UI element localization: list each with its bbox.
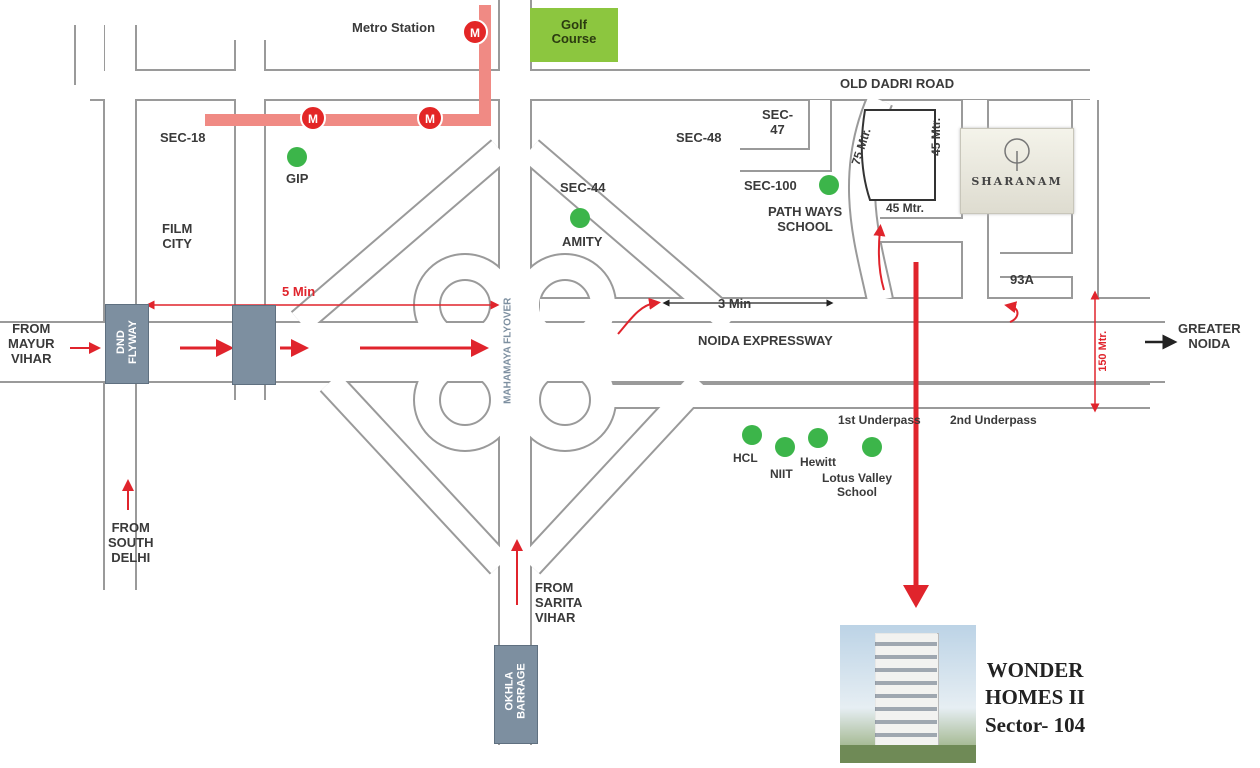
poi-niit-marker bbox=[775, 437, 795, 457]
sec-18-label: SEC-18 bbox=[160, 130, 206, 145]
poi-markers bbox=[287, 147, 882, 457]
metro-station-marker: M bbox=[300, 105, 326, 131]
dnd-flyway-box: DND FLYWAY bbox=[105, 304, 149, 384]
road-45-horizontal-label: 45 Mtr. bbox=[886, 201, 925, 215]
mahamaya-flyover-label: MAHAMAYA FLYOVER bbox=[502, 297, 514, 404]
from-south-delhi-label: FROM SOUTH DELHI bbox=[108, 520, 154, 565]
sec-47-label: SEC- 47 bbox=[762, 107, 794, 137]
amity-label: AMITY bbox=[562, 234, 603, 249]
tree-icon bbox=[1004, 138, 1030, 171]
from-sarita-vihar-label: FROM SARITA VIHAR bbox=[535, 580, 583, 625]
second-underpass-label: 2nd Underpass bbox=[950, 413, 1037, 427]
three-min-label: 3 Min bbox=[718, 296, 752, 311]
poi-lotus-valley-marker bbox=[862, 437, 882, 457]
okhla-barrage-box: OKHLA BARRAGE bbox=[494, 645, 538, 744]
okhla-barrage-label: OKHLA BARRAGE bbox=[503, 663, 528, 719]
noida-expressway-label: NOIDA EXPRESSWAY bbox=[698, 333, 833, 348]
first-underpass-label: 1st Underpass bbox=[838, 413, 921, 427]
old-dadri-road-label: OLD DADRI ROAD bbox=[840, 76, 955, 91]
sec-48-label: SEC-48 bbox=[676, 130, 722, 145]
wonder-homes-building-image bbox=[840, 625, 976, 763]
road-45-vertical-label: 45 Mtr. bbox=[929, 117, 944, 156]
gip-label: GIP bbox=[286, 171, 309, 186]
toll-plaza-box bbox=[232, 305, 276, 385]
metro-stations: M M M bbox=[300, 19, 488, 131]
sharanam-logo: SHARANAM bbox=[960, 128, 1074, 214]
greater-noida-label: GREATER NOIDA bbox=[1178, 321, 1241, 351]
metro-station-label: Metro Station bbox=[352, 20, 436, 35]
metro-line bbox=[205, 5, 491, 126]
metro-station-marker: M bbox=[462, 19, 488, 45]
road-fills bbox=[0, 0, 1165, 745]
from-mayur-vihar-label: FROM MAYUR VIHAR bbox=[8, 321, 55, 366]
metro-station-marker: M bbox=[417, 105, 443, 131]
poi-gip-marker bbox=[287, 147, 307, 167]
sec-44-label: SEC-44 bbox=[560, 180, 606, 195]
arrow-to-project bbox=[873, 224, 886, 291]
hcl-label: HCL bbox=[733, 451, 758, 465]
poi-hcl-marker bbox=[742, 425, 762, 445]
sec-100-label: SEC-100 bbox=[744, 178, 797, 193]
project-plot bbox=[860, 109, 936, 201]
arrow-uturn bbox=[1004, 301, 1019, 323]
pathways-school-label: PATH WAYS SCHOOL bbox=[768, 204, 843, 234]
poi-hewitt-marker bbox=[808, 428, 828, 448]
hewitt-label: Hewitt bbox=[800, 455, 836, 469]
direction-arrows bbox=[70, 224, 1100, 608]
svg-text:M: M bbox=[308, 112, 318, 126]
lotus-valley-label: Lotus Valley School bbox=[822, 471, 893, 499]
arrow-turn bbox=[617, 297, 661, 335]
wonder-homes-title: WONDER HOMES II Sector- 104 bbox=[985, 658, 1086, 737]
golf-course-label: Golf Course bbox=[551, 17, 597, 47]
film-city-label: FILM CITY bbox=[162, 221, 193, 251]
golf-course: Golf Course bbox=[530, 8, 618, 62]
sharanam-name: SHARANAM bbox=[971, 175, 1063, 188]
five-min-label: 5 Min bbox=[282, 284, 316, 299]
svg-text:M: M bbox=[425, 112, 435, 126]
road-150-label: 150 Mtr. bbox=[1097, 330, 1110, 372]
poi-pathways-marker bbox=[819, 175, 839, 195]
dnd-flyway-label: DND FLYWAY bbox=[114, 320, 139, 364]
niit-label: NIIT bbox=[770, 467, 793, 481]
svg-text:M: M bbox=[470, 26, 480, 40]
sec-93a-label: 93A bbox=[1010, 272, 1034, 287]
poi-amity-marker bbox=[570, 208, 590, 228]
